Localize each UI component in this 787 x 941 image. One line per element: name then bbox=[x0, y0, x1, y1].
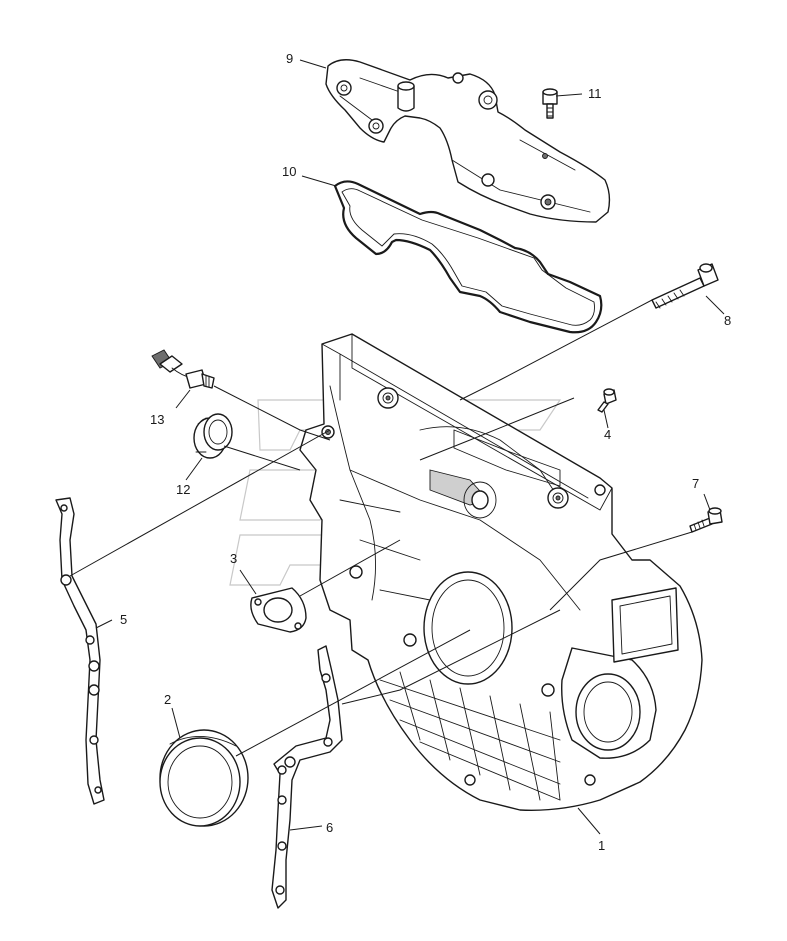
part-8-bolt bbox=[651, 263, 719, 309]
part-9-cover bbox=[325, 59, 611, 223]
callout-8: 8 bbox=[724, 313, 731, 328]
leader-lines bbox=[69, 59, 725, 835]
callout-9: 9 bbox=[286, 51, 293, 66]
part-3-small-gasket bbox=[250, 587, 307, 633]
callout-12: 12 bbox=[176, 482, 190, 497]
part-4-screw bbox=[597, 388, 617, 413]
callout-5: 5 bbox=[120, 612, 127, 627]
callout-11: 11 bbox=[588, 86, 602, 101]
callout-6: 6 bbox=[326, 820, 333, 835]
callout-2: 2 bbox=[164, 692, 171, 707]
callout-labels: 9 11 10 8 4 7 13 12 3 5 2 6 1 bbox=[120, 51, 731, 853]
part-11-screw bbox=[542, 88, 558, 119]
part-5-gasket-strip bbox=[55, 497, 105, 805]
callout-13: 13 bbox=[150, 412, 164, 427]
callout-3: 3 bbox=[230, 551, 237, 566]
part-10-gasket bbox=[333, 180, 603, 334]
callout-7: 7 bbox=[692, 476, 699, 491]
callout-10: 10 bbox=[282, 164, 296, 179]
part-12-plug bbox=[193, 413, 233, 459]
callout-1: 1 bbox=[598, 838, 605, 853]
part-1-flywheel-housing bbox=[299, 333, 703, 811]
part-6-gasket-strip bbox=[271, 645, 343, 909]
part-2-oil-seal bbox=[159, 729, 249, 827]
part-13-sensor bbox=[151, 349, 215, 389]
callout-4: 4 bbox=[604, 427, 611, 442]
part-7-bolt bbox=[689, 507, 723, 533]
